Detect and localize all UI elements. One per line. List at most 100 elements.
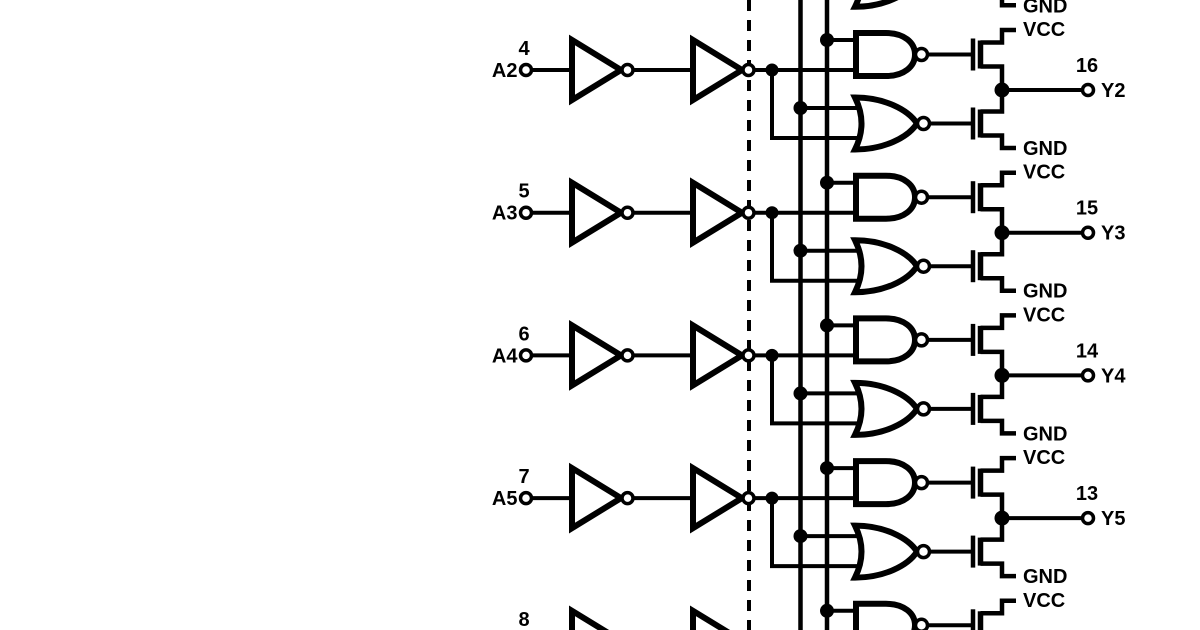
vcc-stub (980, 598, 1016, 616)
buffer-2 (690, 177, 748, 249)
input-pin-number: 6 (518, 323, 529, 345)
output-pin-number: 16 (1076, 55, 1098, 77)
buffer-1 (569, 34, 627, 106)
nor-gate (850, 0, 899, 10)
nor-gate (850, 379, 921, 438)
buffer-1-bubble (620, 348, 635, 363)
input-pin-number: 5 (518, 181, 529, 203)
buffer-2-bubble (741, 490, 756, 506)
branch-wire (770, 498, 862, 569)
output-label: Y5 (1101, 508, 1125, 530)
buffer-2-bubble (741, 62, 756, 78)
branch-wire (770, 70, 862, 140)
buffer-2-bubble (741, 205, 756, 220)
branch-wire (770, 355, 862, 426)
nmos-transistor (970, 232, 1016, 293)
vcc-label: VCC (1023, 447, 1065, 469)
buffer-1-bubble (620, 205, 635, 220)
vcc-stub (980, 313, 1016, 331)
buffer-2 (690, 605, 731, 630)
branch-wire (770, 212, 862, 283)
nand-gate (853, 172, 919, 222)
signal-rows: VCCGND4A2VCCGND16Y25A3VCCGND15Y36A4VCCGN… (492, 0, 1126, 630)
vcc-label: VCC (1023, 19, 1065, 41)
vcc-label: VCC (1023, 162, 1065, 184)
buffer-2 (690, 462, 748, 534)
nor-bubble (915, 115, 932, 132)
nor-gate (850, 94, 921, 153)
output-pin-number: 13 (1076, 483, 1098, 505)
nand-bubble (913, 46, 930, 63)
nmos-transistor (970, 90, 1016, 151)
input-terminal (518, 348, 534, 363)
enable-bus-dot-nor (793, 386, 808, 401)
nand-bubble (913, 332, 930, 348)
input-label: A2 (492, 60, 518, 82)
buffer-2-bubble (741, 348, 756, 363)
nor-bubble (915, 258, 932, 274)
signal-row: 8VCCGND (518, 590, 1065, 630)
output-terminal (1080, 368, 1096, 383)
input-pin-number: 4 (518, 38, 530, 60)
input-pin-number: 8 (518, 609, 529, 630)
output-terminal (1080, 225, 1096, 240)
nmos-transistor (970, 518, 1016, 579)
nor-bubble (915, 401, 932, 417)
nor-gate (850, 522, 921, 581)
nand-gate (853, 30, 919, 79)
pmos-transistor (970, 170, 1016, 233)
gnd-stub (999, 0, 1016, 8)
gnd-stub (980, 275, 1016, 293)
enable-bus-dot-nand (820, 603, 834, 618)
nand-gate (853, 458, 919, 508)
pmos-drain-lead (980, 206, 1005, 233)
gnd-label: GND (1023, 423, 1067, 445)
gnd-label: GND (1023, 0, 1067, 17)
vcc-stub (980, 170, 1016, 188)
buffer-1 (569, 605, 610, 630)
buffer-1-bubble (620, 62, 635, 78)
vcc-label: VCC (1023, 304, 1065, 326)
output-label: Y2 (1101, 80, 1125, 102)
buffer-1 (569, 320, 627, 391)
enable-bus-dot-nand (820, 318, 834, 333)
pmos-transistor (970, 27, 1016, 90)
input-pin-number: 7 (518, 466, 529, 488)
enable-bus-dot-nor (793, 101, 808, 115)
buffer-1 (569, 177, 627, 249)
nand-gate (853, 600, 919, 630)
junction-dot (765, 206, 779, 220)
output-pin-number: 14 (1076, 340, 1099, 362)
vcc-label: VCC (1023, 590, 1065, 612)
output-terminal (1080, 510, 1096, 526)
enable-bus-dot-nand (820, 175, 834, 190)
gnd-stub (980, 418, 1016, 436)
enable-bus-dot-nor (793, 529, 808, 544)
pmos-drain-lead (980, 492, 1005, 519)
pmos-transistor (970, 455, 1016, 519)
enable-bus-dot-nand (820, 33, 834, 47)
gnd-stub (980, 133, 1016, 151)
vcc-stub (980, 27, 1016, 45)
junction-dot (765, 348, 779, 362)
junction-dot (765, 63, 779, 77)
input-label: A3 (492, 203, 518, 225)
buffer-2 (690, 320, 748, 391)
input-terminal (518, 490, 534, 506)
enable-bus-dot-nor (793, 243, 808, 258)
output-terminal (1080, 82, 1096, 98)
nand-bubble (913, 474, 930, 491)
nmos-transistor (999, 0, 1016, 8)
gnd-label: GND (1023, 566, 1067, 588)
gnd-label: GND (1023, 138, 1067, 160)
output-pin-number: 15 (1076, 198, 1098, 220)
nmos-transistor (970, 375, 1016, 436)
output-label: Y4 (1101, 365, 1126, 387)
